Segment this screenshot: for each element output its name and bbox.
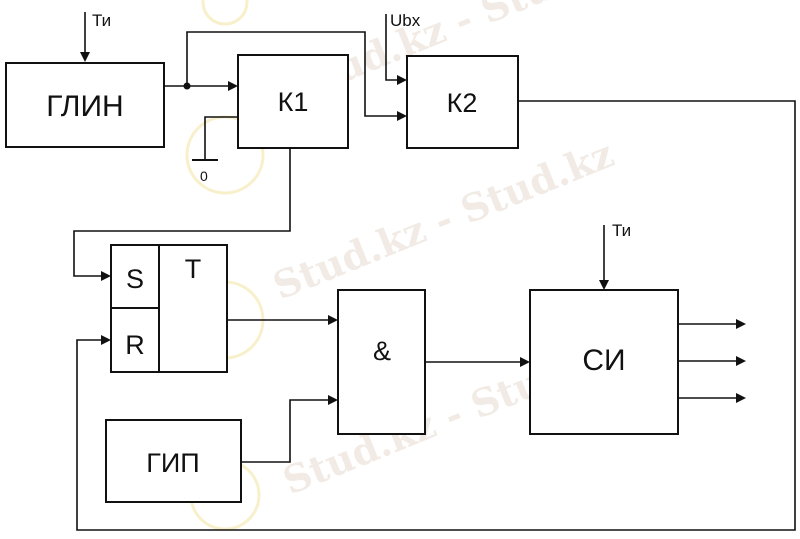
- block-k2: К2: [406, 55, 519, 149]
- arrow-si-out-3: [736, 393, 746, 403]
- arrow-glin-k1: [228, 81, 238, 91]
- wire-k1-s: [73, 148, 291, 277]
- wiring: Ти 0 Ubx Ти: [73, 11, 796, 531]
- arrow-gip-and: [328, 395, 338, 405]
- trigger-r-label: R: [125, 330, 145, 360]
- wire-ubx-k2: [385, 14, 399, 81]
- and-gate-frame: [337, 289, 426, 435]
- k2-frame: [406, 55, 519, 149]
- block-and-gate: &: [337, 289, 426, 435]
- block-si: СИ: [529, 289, 679, 435]
- watermark-text-1: Stud.kz - Stud.kz: [267, 131, 620, 309]
- zero-label: 0: [200, 168, 208, 184]
- arrow-glin-k2: [397, 111, 407, 121]
- arrow-ti-glin: [80, 52, 90, 62]
- arrow-k1-s: [101, 271, 111, 281]
- block-k1: К1: [237, 54, 349, 149]
- ti-top-label: Ти: [92, 11, 111, 30]
- ubx-label: Ubx: [390, 11, 421, 30]
- and-gate-label: &: [373, 336, 391, 366]
- wire-gip-and: [241, 399, 330, 463]
- arrow-ti-si: [599, 280, 609, 290]
- arrow-and-si: [520, 357, 530, 367]
- arrow-trigger-and: [328, 315, 338, 325]
- glin-label: ГЛИН: [46, 90, 123, 123]
- arrow-si-out-2: [736, 356, 746, 366]
- arrow-k2-r: [101, 335, 111, 345]
- si-label: СИ: [582, 344, 625, 377]
- block-glin: ГЛИН: [5, 62, 165, 148]
- arrow-ubx-k2: [397, 75, 407, 85]
- gip-label: ГИП: [146, 448, 199, 478]
- k1-frame: [237, 54, 349, 149]
- glin-frame: [5, 62, 165, 148]
- wire-k1-ground: [204, 116, 238, 160]
- block-trigger: S T R: [110, 244, 228, 373]
- trigger-t-label: T: [185, 254, 202, 284]
- arrow-si-out-1: [736, 319, 746, 329]
- k2-label: К2: [447, 88, 478, 118]
- block-gip: ГИП: [105, 419, 242, 503]
- watermark-logo-4: [201, 0, 249, 26]
- k1-label: К1: [278, 87, 309, 117]
- gip-frame: [105, 419, 242, 503]
- wire-k2-r: [76, 100, 796, 531]
- ti-si-label: Ти: [612, 221, 631, 240]
- trigger-s-label: S: [126, 264, 144, 294]
- wire-glin-k2: [186, 31, 399, 117]
